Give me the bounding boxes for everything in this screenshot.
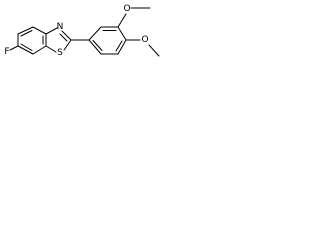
methoxy-top: [117, 7, 151, 28]
bond-o-bottom-methyl: [148, 44, 160, 57]
bond-c6-f: [9, 45, 19, 51]
dimethoxyphenyl-ring: [88, 26, 127, 55]
bond-s-c7a: [45, 45, 57, 53]
double-bond-p6-p1-inner: [92, 40, 103, 51]
bond-p3-p4: [117, 26, 127, 41]
bond-c7-c7a: [32, 45, 47, 55]
double-bond-n-c2-inner: [59, 33, 68, 42]
bond-n-c2: [61, 30, 72, 41]
chemical-structure-diagram: F S N O O: [4, 4, 160, 58]
bond-p3-o-top: [117, 13, 127, 28]
double-bond-p4-p5-inner: [115, 40, 123, 52]
bond-p6-p1: [88, 39, 102, 55]
benzene-ring-fused: [17, 26, 47, 55]
bond-p4-p5: [117, 39, 127, 55]
methoxy-bottom: [125, 39, 160, 57]
double-bond-c6-c7-inner: [20, 43, 33, 51]
atom-label-oxygen-top: O: [123, 4, 130, 14]
bond-p1-p2: [88, 26, 102, 41]
bond-c4-c5: [17, 26, 34, 35]
thiazole-ring: [45, 27, 72, 53]
double-bond-c4-c5-inner: [20, 30, 33, 37]
bond-c3a-n: [45, 27, 58, 35]
bond-c2-s: [63, 39, 72, 51]
atom-label-nitrogen: N: [57, 22, 64, 32]
atom-label-sulfur: S: [57, 48, 63, 58]
bond-c6-c7: [17, 45, 34, 55]
bond-c3a-c4: [32, 26, 47, 35]
atom-label-oxygen-bottom: O: [141, 35, 148, 45]
atom-label-fluorine: F: [4, 47, 9, 57]
